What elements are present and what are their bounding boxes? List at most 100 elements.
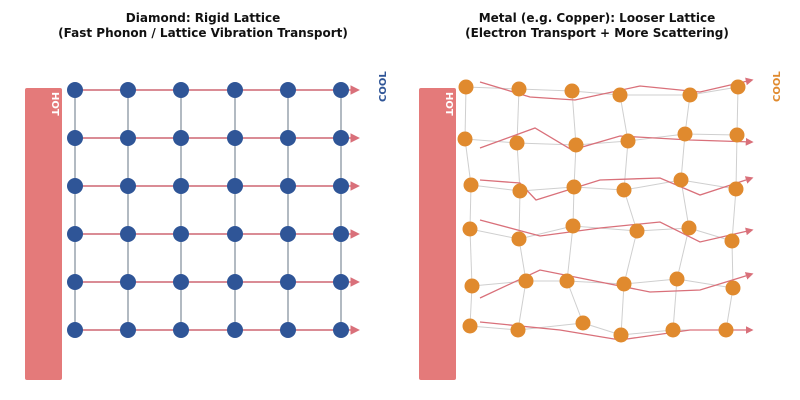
metal-bond — [572, 225, 638, 232]
diamond-atom — [67, 226, 83, 242]
diamond-atom — [333, 226, 349, 242]
diamond-atom — [333, 178, 349, 194]
diamond-title-line1: Diamond: Rigid Lattice — [126, 11, 280, 25]
metal-electron-path — [479, 219, 754, 243]
metal-bond — [619, 94, 629, 142]
metal-atom — [462, 221, 478, 237]
metal-atom — [457, 131, 473, 147]
metal-bond — [566, 225, 574, 282]
metal-bond — [464, 138, 518, 144]
diamond-atom — [333, 82, 349, 98]
metal-atom — [511, 81, 527, 97]
metal-hot-bar — [419, 88, 456, 380]
metal-bond — [676, 278, 734, 289]
metal-atom — [575, 315, 591, 331]
metal-atom — [616, 182, 632, 198]
diamond-atom — [280, 274, 296, 290]
diamond-atom — [173, 130, 189, 146]
metal-atom — [612, 87, 628, 103]
metal-bond — [517, 322, 584, 331]
metal-bond — [518, 88, 573, 92]
metal-atom — [682, 87, 698, 103]
metal-bond — [471, 280, 527, 287]
diamond-atom — [280, 322, 296, 338]
metal-atom — [718, 322, 734, 338]
metal-bond — [680, 179, 737, 190]
metal-bond — [676, 227, 690, 280]
metal-atom — [463, 177, 479, 193]
diamond-atom — [67, 274, 83, 290]
metal-bond — [672, 278, 678, 331]
metal-atom — [669, 271, 685, 287]
diamond-atom — [280, 178, 296, 194]
metal-bonds — [464, 86, 739, 336]
diamond-atom — [280, 226, 296, 242]
metal-atom — [458, 79, 474, 95]
metal-atom — [464, 278, 480, 294]
diamond-atom — [227, 274, 243, 290]
metal-bond — [566, 280, 625, 285]
diamond-phonon-arrows — [80, 85, 360, 335]
metal-atom — [725, 280, 741, 296]
diamond-bonds — [74, 89, 342, 331]
metal-atom — [565, 218, 581, 234]
metal-bond — [684, 133, 738, 136]
metal-bond — [464, 138, 472, 186]
metal-bond — [636, 227, 690, 232]
diamond-atom — [120, 82, 136, 98]
diamond-atom — [120, 178, 136, 194]
metal-electron-path — [479, 127, 754, 151]
metal-bond — [518, 225, 574, 240]
metal-atom — [620, 133, 636, 149]
metal-bond — [571, 90, 621, 96]
metal-atom — [677, 126, 693, 142]
metal-cool-label: COOL — [772, 71, 783, 102]
metal-title-line1: Metal (e.g. Copper): Looser Lattice — [479, 11, 716, 25]
metal-bond — [736, 86, 739, 136]
metal-atom — [681, 220, 697, 236]
diamond-atoms — [67, 82, 349, 338]
diamond-atom — [67, 178, 83, 194]
diamond-atom — [227, 82, 243, 98]
metal-atom — [566, 179, 582, 195]
metal-bond — [516, 142, 577, 146]
diamond-atom — [173, 82, 189, 98]
metal-bond — [623, 179, 682, 191]
metal-bond — [573, 186, 625, 191]
metal-bond — [620, 329, 674, 336]
metal-atom — [629, 223, 645, 239]
metal-bond — [735, 134, 738, 190]
metal-bond — [464, 86, 467, 140]
metal-bond — [680, 133, 686, 181]
diamond-atom — [67, 130, 83, 146]
metal-atom — [510, 322, 526, 338]
metal-atom — [616, 276, 632, 292]
metal-atom — [729, 127, 745, 143]
metal-atom — [613, 327, 629, 343]
diamond-atom — [227, 130, 243, 146]
metal-bond — [469, 228, 520, 240]
metal-atom — [568, 137, 584, 153]
diamond-atom — [173, 322, 189, 338]
diamond-atom — [333, 130, 349, 146]
metal-bond — [623, 278, 678, 285]
diamond-hot-label: HOT — [49, 92, 60, 116]
diamond-atom — [173, 178, 189, 194]
diamond-atom — [227, 226, 243, 242]
diamond-atom — [67, 322, 83, 338]
metal-title-line2: (Electron Transport + More Scattering) — [465, 26, 729, 40]
metal-atom — [728, 181, 744, 197]
diamond-atom — [120, 274, 136, 290]
metal-atom — [512, 183, 528, 199]
diamond-atom — [120, 226, 136, 242]
metal-bond — [571, 90, 577, 146]
metal-bond — [519, 186, 575, 192]
metal-bond — [469, 228, 473, 287]
metal-bond — [731, 188, 737, 242]
metal-bond — [623, 230, 638, 285]
metal-bond — [465, 86, 520, 90]
metal-atom — [462, 318, 478, 334]
metal-atoms — [457, 79, 746, 343]
